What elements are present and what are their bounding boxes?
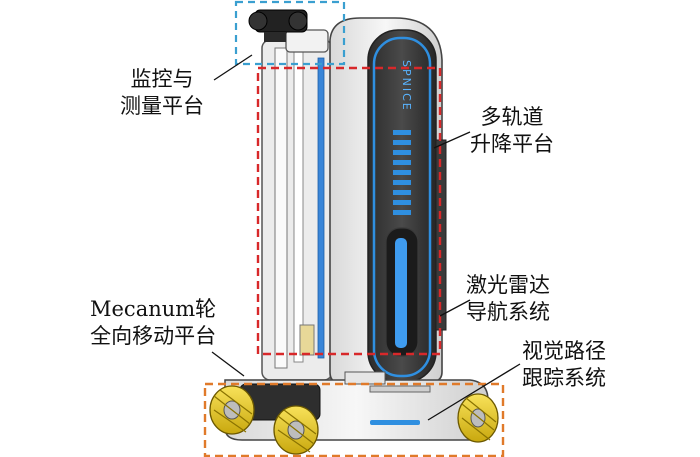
label-lidar-navigation: 激光雷达 导航系统 — [466, 273, 550, 324]
monitor-platform-box — [234, 0, 346, 66]
label-lift-platform: 多轨道 升降平台 — [470, 105, 554, 156]
mobile-base — [224, 371, 489, 441]
brand-text: SPNICE — [400, 60, 413, 112]
indicator-bars — [393, 130, 411, 215]
robot-tower: SPNICE — [329, 17, 447, 383]
mecanum-wheels — [209, 385, 499, 455]
wheel-front-left — [209, 385, 255, 435]
label-mecanum-platform: Mecanum轮 全向移动平台 — [90, 297, 217, 348]
wheel-rear-right — [457, 393, 499, 443]
camera-head — [248, 9, 308, 42]
lift-frame — [261, 29, 339, 386]
base-platform-box — [203, 382, 505, 457]
leader-lines — [211, 54, 521, 421]
label-visual-tracking: 视觉路径 跟踪系统 — [522, 339, 606, 390]
wheel-front-right — [273, 405, 319, 455]
label-monitoring-platform: 监控与 测量平台 — [120, 67, 204, 118]
lift-platform-box — [256, 66, 442, 356]
